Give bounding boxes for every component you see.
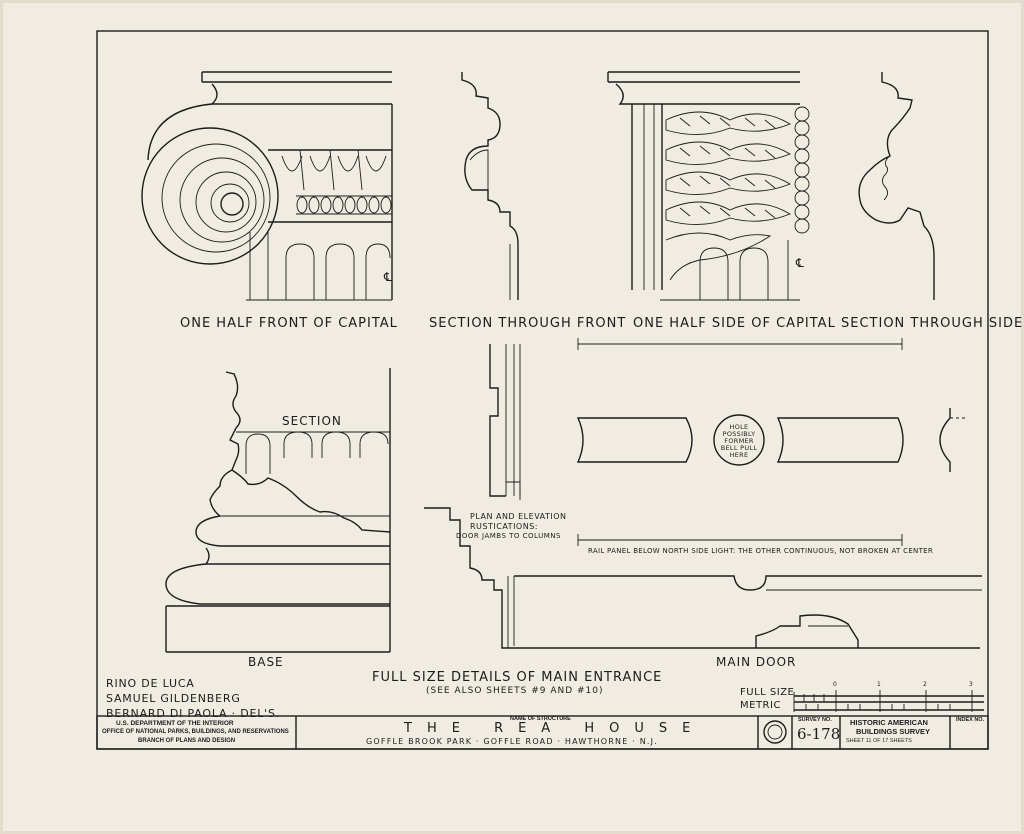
scale-tick-label: 2 (923, 681, 928, 688)
scale-tick-label: 1 (877, 681, 882, 688)
main-door-drawing (424, 507, 982, 649)
scale-metric-label: METRIC (740, 700, 781, 711)
plan-elevation-note-line-3: DOOR JAMBS TO COLUMNS (456, 532, 561, 540)
structure-name: THE REA HOUSE (404, 721, 706, 736)
rail-panel-drawing (576, 338, 968, 546)
section-side-drawing (858, 72, 935, 300)
hole-note-line: HOLE (729, 423, 749, 431)
label-section-through-front: SECTION THROUGH FRONT (429, 316, 627, 331)
agency-line-2: OFFICE OF NATIONAL PARKS, BUILDINGS, AND… (102, 729, 289, 735)
hole-note-line: BELL PULL (720, 444, 758, 452)
scale-full-size-label: FULL SIZE (740, 687, 795, 698)
half-side-capital-drawing (607, 71, 810, 301)
scale-tick-label: 3 (969, 681, 974, 688)
survey-caption: SURVEY NO. (798, 717, 832, 723)
label-section-through-side: SECTION THROUGH SIDE (841, 316, 1024, 331)
habs-line-1: HISTORIC AMERICAN (850, 718, 928, 727)
label-main-door: MAIN DOOR (716, 655, 797, 669)
plan-elevation-note-line-2: RUSTICATIONS: (470, 522, 538, 531)
plan-elevation-note-line-1: PLAN AND ELEVATION (470, 512, 567, 521)
label-base: BASE (248, 655, 284, 669)
structure-caption: NAME OF STRUCTURE (510, 716, 571, 722)
delineator-name: RINO DE LUCA (106, 677, 195, 690)
section-front-drawing (461, 72, 519, 300)
habs-line-2: BUILDINGS SURVEY (856, 727, 931, 736)
agency-line-1: U.S. DEPARTMENT OF THE INTERIOR (116, 720, 234, 727)
hole-note: HOLE POSSIBLY FORMER BELL PULL HERE (716, 424, 762, 459)
label-section: SECTION (282, 414, 342, 428)
label-half-front-capital: ONE HALF FRONT OF CAPITAL (180, 316, 398, 331)
centerline-mark-side: ℄ (796, 256, 805, 270)
hole-note-line: HERE (729, 451, 749, 459)
half-front-capital-drawing (141, 71, 393, 301)
scale-bar (793, 690, 984, 712)
centerline-mark-front: ℄ (384, 270, 393, 284)
details-title: FULL SIZE DETAILS OF MAIN ENTRANCE (372, 670, 663, 685)
base-drawing (165, 368, 391, 653)
delineators: RINO DE LUCA SAMUEL GILDENBERG BERNARD D… (106, 676, 280, 721)
structure-location: GOFFLE BROOK PARK · GOFFLE ROAD · HAWTHO… (366, 737, 658, 746)
survey-number: 6-178 (797, 725, 841, 743)
delineator-name: BERNARD DI PAOLA · DEL'S. (106, 707, 281, 720)
hole-note-line: POSSIBLY (722, 430, 756, 438)
rail-panel-note: RAIL PANEL BELOW NORTH SIDE LIGHT: THE O… (588, 547, 934, 555)
sheet-number: SHEET 11 OF 17 SHEETS (846, 738, 912, 744)
delineator-name: SAMUEL GILDENBERG (106, 692, 241, 705)
agency-line-3: BRANCH OF PLANS AND DESIGN (138, 738, 236, 744)
label-half-side-capital: ONE HALF SIDE OF CAPITAL (633, 316, 836, 331)
details-subtitle: (SEE ALSO SHEETS #9 AND #10) (426, 686, 604, 696)
title-block-frame (96, 715, 989, 750)
index-caption: INDEX NO. (956, 717, 985, 723)
hole-note-line: FORMER (724, 437, 754, 445)
scale-tick-label: 0 (833, 681, 838, 688)
rustication-plan-drawing (489, 344, 521, 500)
